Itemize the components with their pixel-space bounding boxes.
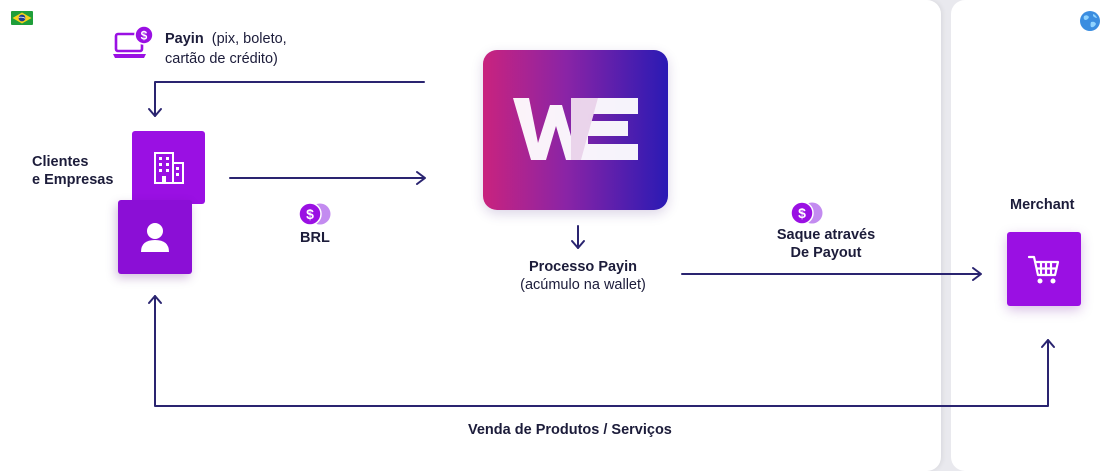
brazil-flag-icon: [11, 11, 33, 25]
laptop-dollar-icon: $: [113, 25, 154, 58]
processo-title: Processo Payin: [529, 259, 637, 275]
payin-description: Payin (pix, boleto, cartão de crédito): [165, 29, 287, 69]
clientes-line1: Clientes: [32, 154, 89, 170]
payin-detail-line2: cartão de crédito): [165, 51, 278, 67]
clientes-label: Clientes e Empresas: [32, 153, 113, 189]
merchant-node: [1007, 232, 1081, 306]
svg-text:$: $: [141, 29, 148, 43]
processo-payin: Processo Payin (acúmulo na wallet): [505, 258, 661, 294]
person-node: [118, 200, 192, 274]
user-icon: [141, 223, 169, 252]
globe-icon: [1080, 11, 1100, 31]
dollar-coin-icon: $: [790, 201, 823, 225]
saque-line1: Saque através: [776, 227, 876, 243]
we-logo: [483, 50, 668, 210]
brl-label: BRL: [300, 230, 330, 246]
shopping-cart-icon: [1027, 255, 1060, 284]
payin-arrow: [154, 81, 425, 117]
saque-label: Saque através De Payout: [752, 226, 900, 262]
payin-title: Payin: [165, 31, 204, 47]
company-node: [132, 131, 205, 204]
clientes-line2: e Empresas: [32, 172, 114, 188]
venda-loop-arrow: [154, 295, 1049, 407]
svg-text:$: $: [306, 206, 314, 222]
venda-label: Venda de Produtos / Serviços: [468, 422, 672, 438]
svg-text:$: $: [798, 205, 806, 221]
merchant-label: Merchant: [1010, 197, 1075, 213]
dollar-coin-icon: $: [298, 202, 331, 226]
building-icon: [153, 151, 184, 184]
saque-line2: De Payout: [790, 245, 862, 261]
payin-detail-line1: (pix, boleto,: [211, 31, 287, 47]
processo-subtitle: (acúmulo na wallet): [520, 277, 646, 293]
